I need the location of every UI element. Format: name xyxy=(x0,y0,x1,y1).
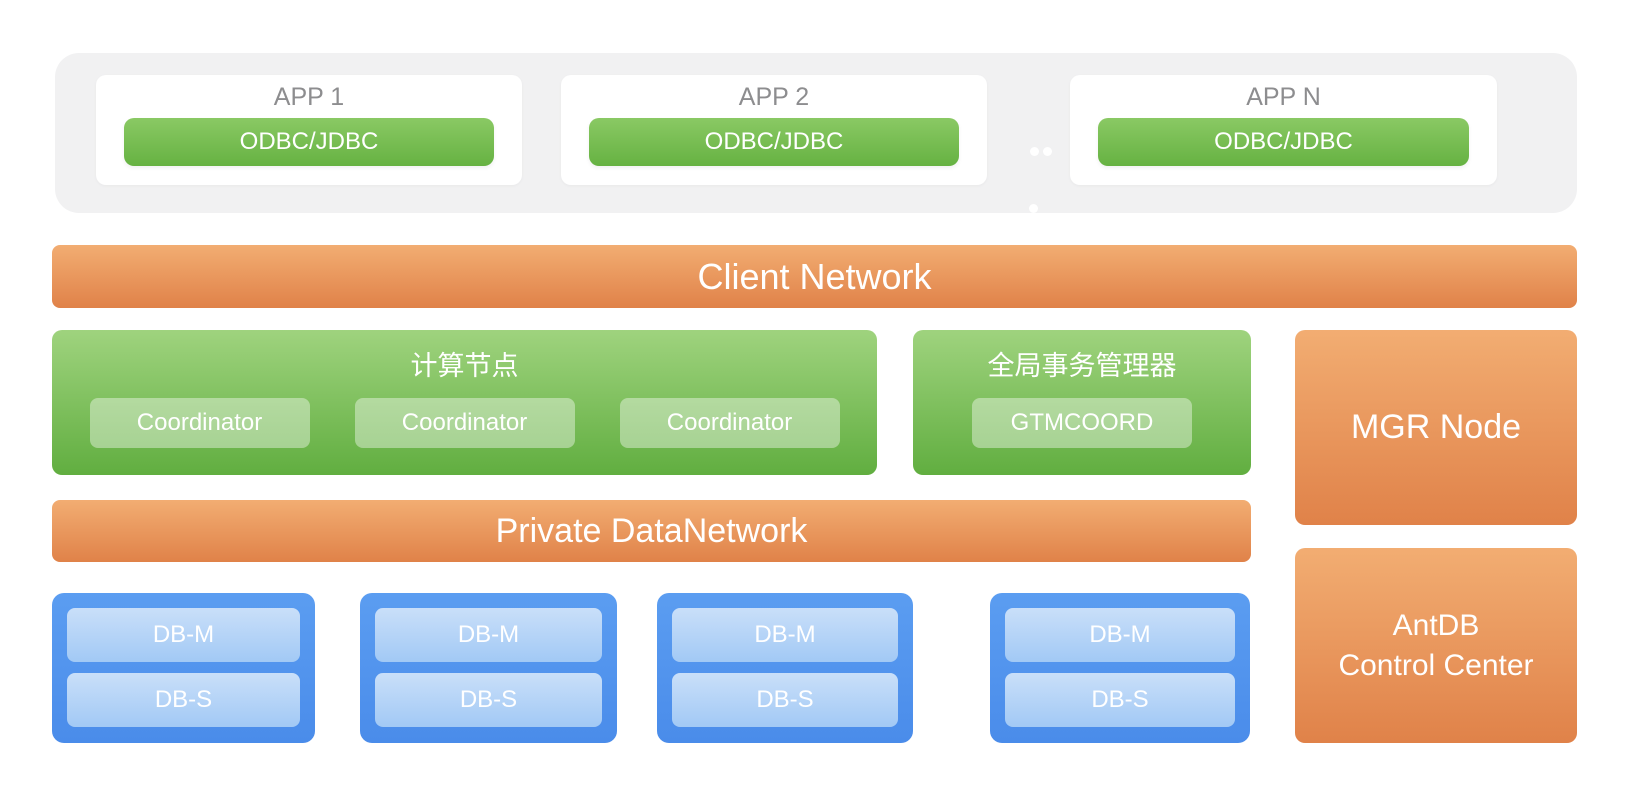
db-master-chip: DB-M xyxy=(375,608,602,662)
db-standby-chip: DB-S xyxy=(67,673,300,727)
odbc-jdbc-badge: ODBC/JDBC xyxy=(1098,118,1469,166)
coordinator-chip: Coordinator xyxy=(354,398,575,448)
db-standby-chip: DB-S xyxy=(672,673,898,727)
ellipsis-dot xyxy=(1030,147,1039,156)
private-datanetwork-bar: Private DataNetwork xyxy=(52,500,1251,562)
compute-node-title: 计算节点 xyxy=(410,351,519,381)
gtm-title: 全局事务管理器 xyxy=(987,351,1177,381)
coordinator-chip: Coordinator xyxy=(89,398,310,448)
gtmcoord-row: GTMCOORD xyxy=(913,398,1251,448)
app-label: APP 2 xyxy=(738,83,810,111)
mgr-node-label: MGR Node xyxy=(1350,408,1522,446)
db-master-chip: DB-M xyxy=(67,608,300,662)
coordinator-row: Coordinator Coordinator Coordinator xyxy=(52,398,877,448)
client-network-label: Client Network xyxy=(697,255,932,297)
odbc-jdbc-badge: ODBC/JDBC xyxy=(589,118,959,166)
control-center-line1: AntDB xyxy=(1392,608,1480,642)
gtm-panel: 全局事务管理器 GTMCOORD xyxy=(913,330,1251,475)
app-card: APP 2 ODBC/JDBC xyxy=(561,75,987,185)
db-master-chip: DB-M xyxy=(1005,608,1235,662)
db-node-group: DB-M DB-S xyxy=(657,593,913,743)
app-label: APP 1 xyxy=(273,83,345,111)
private-datanetwork-label: Private DataNetwork xyxy=(495,511,808,550)
app-card: APP 1 ODBC/JDBC xyxy=(96,75,522,185)
ellipsis-dot xyxy=(1043,147,1052,156)
coordinator-chip: Coordinator xyxy=(619,398,840,448)
db-node-group: DB-M DB-S xyxy=(52,593,315,743)
gtmcoord-chip: GTMCOORD xyxy=(972,398,1192,448)
ellipsis-dot xyxy=(1029,204,1038,213)
db-standby-chip: DB-S xyxy=(1005,673,1235,727)
mgr-node-panel: MGR Node xyxy=(1295,330,1577,525)
compute-node-panel: 计算节点 Coordinator Coordinator Coordinator xyxy=(52,330,877,475)
db-node-group: DB-M DB-S xyxy=(360,593,617,743)
control-center-line2: Control Center xyxy=(1338,648,1534,682)
app-card: APP N ODBC/JDBC xyxy=(1070,75,1497,185)
db-master-chip: DB-M xyxy=(672,608,898,662)
client-network-bar: Client Network xyxy=(52,245,1577,308)
odbc-jdbc-badge: ODBC/JDBC xyxy=(124,118,494,166)
app-label: APP N xyxy=(1246,83,1321,111)
db-node-group: DB-M DB-S xyxy=(990,593,1250,743)
antdb-control-center-panel: AntDB Control Center xyxy=(1295,548,1577,743)
db-standby-chip: DB-S xyxy=(375,673,602,727)
app-layer-panel: APP 1 ODBC/JDBC APP 2 ODBC/JDBC APP N OD… xyxy=(55,53,1577,213)
